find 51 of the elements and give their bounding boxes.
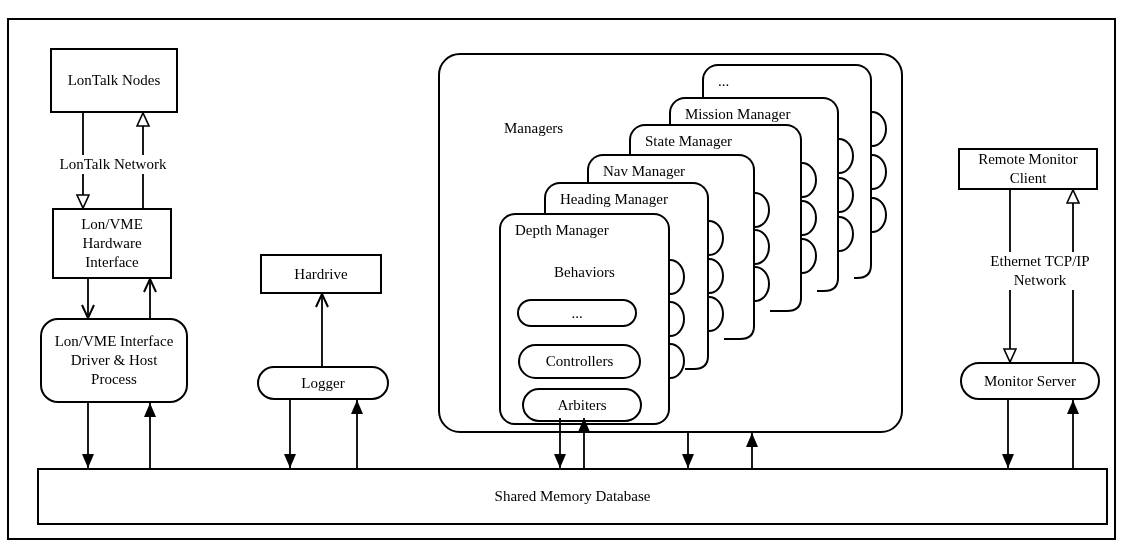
pill-box [517,299,637,327]
node-label: ... [570,303,584,323]
edge-label: Ethernet TCP/IP Network [988,252,1092,290]
process-box [958,148,1098,190]
node-label: Arbiters [556,395,608,415]
arrow [1067,399,1079,469]
group-title: Managers [504,119,564,138]
arrow [578,417,590,469]
arrow [1002,399,1014,469]
arrow [746,432,758,469]
database-bar [37,468,1108,525]
arrow [143,278,157,319]
stacked-card [669,97,839,126]
stacked-card [587,154,755,184]
pill-box [960,362,1100,400]
card-title: Nav Manager [603,162,686,181]
node-label: Remote Monitor Client [977,150,1079,188]
stacked-card [702,64,872,99]
arrow [351,399,363,469]
process-box [52,208,172,279]
pill-box [257,366,389,400]
node-label: Hardrive [293,264,349,284]
node-label: Monitor Server [982,371,1078,391]
node-label: LonTalk Nodes [66,71,162,90]
group-frame [438,53,903,433]
card-title: Mission Manager [685,105,791,124]
rounded-process-box [40,318,188,403]
arrow [284,399,296,469]
arrow [315,293,329,367]
card-title: Heading Manager [560,190,668,209]
pill-box [518,344,641,379]
node-label: Lon/VME Interface Driver & Host Process [53,332,175,389]
arrow [81,278,95,319]
pill-box [522,388,642,422]
node-label: Shared Memory Database [493,487,652,507]
stacked-card [544,182,709,215]
node-label: Controllers [544,352,615,371]
arrow [554,417,566,469]
node-label: Logger [300,373,346,393]
card-title: State Manager [645,132,733,151]
card-title: Depth Manager [515,221,609,240]
stacked-card [499,213,670,425]
node-label: Lon/VME Hardware Interface [80,215,144,272]
arrow [682,432,694,469]
process-box [260,254,382,294]
process-box [50,48,178,113]
section-label: Behaviors [553,263,616,282]
arrow [144,402,156,469]
stacked-card [629,124,802,156]
arrow [82,402,94,469]
card-title: ... [718,72,730,91]
